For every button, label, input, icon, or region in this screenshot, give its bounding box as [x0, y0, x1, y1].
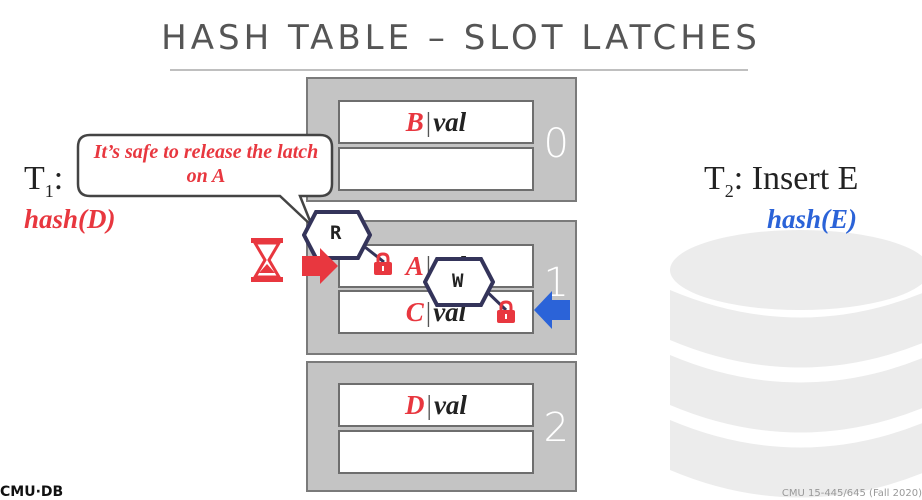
write-latch-icon — [423, 257, 495, 307]
write-latch-label: W — [452, 270, 464, 292]
page-title: HASH TABLE – SLOT LATCHES — [161, 18, 761, 58]
t2-label: T2: Insert E — [704, 160, 859, 201]
t1-hash: hash(D) — [24, 204, 116, 234]
t1-label: T1: — [24, 160, 64, 201]
slot-0-1 — [338, 147, 534, 191]
hourglass-icon — [251, 238, 283, 282]
slot-separator: | — [426, 390, 432, 420]
arrow-right-icon — [302, 248, 338, 284]
slot-separator: | — [425, 297, 432, 327]
slot-separator: | — [425, 251, 432, 281]
slot-value: val — [433, 390, 467, 420]
slot-2-0: D|val — [338, 383, 534, 427]
bucket-2: D|val 2 — [306, 361, 577, 492]
lock-icon — [497, 300, 515, 323]
slot-separator: | — [425, 107, 432, 137]
slot-key: D — [405, 390, 425, 420]
title-divider — [170, 69, 748, 71]
bucket-number: 0 — [543, 121, 569, 167]
bucket-0: B|val 0 — [306, 77, 577, 202]
read-latch-icon — [302, 210, 372, 260]
lock-icon — [374, 252, 392, 275]
slot-2-1 — [338, 430, 534, 474]
slot-value: val — [433, 107, 467, 137]
slot-0-0: B|val — [338, 100, 534, 144]
bucket-number: 2 — [543, 405, 569, 451]
footer-course: CMU 15-445/645 (Fall 2020) — [781, 488, 922, 499]
slot-key: B — [405, 107, 424, 137]
t2-hash: hash(E) — [767, 204, 858, 234]
arrow-left-icon — [534, 291, 570, 329]
slot-key: A — [405, 251, 424, 281]
slot-key: C — [405, 297, 424, 327]
read-latch-label: R — [330, 222, 342, 244]
footer-logo: CMU·DB — [0, 484, 64, 500]
callout-text: It’s safe to release the latch on A — [93, 141, 319, 187]
